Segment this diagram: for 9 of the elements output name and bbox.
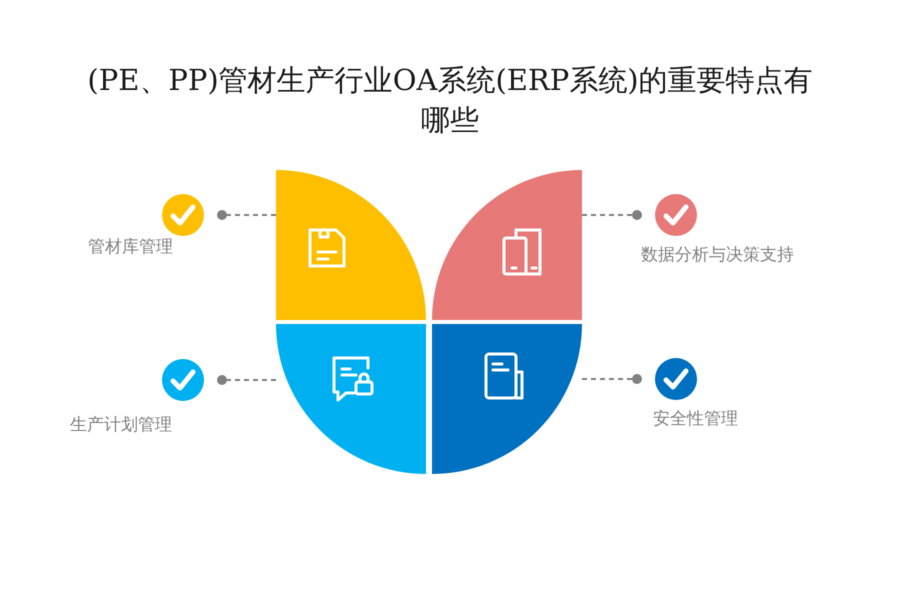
dashed-connector	[582, 374, 642, 384]
dashed-connector	[582, 210, 642, 220]
feature-label: 生产计划管理	[70, 414, 172, 436]
dashed-connector	[217, 210, 276, 220]
dashed-connector	[217, 375, 276, 385]
title: (PE、PP)管材生产行业OA系统(ERP系统)的重要特点有哪些	[86, 62, 814, 139]
feature-label: 管材库管理	[88, 236, 173, 258]
feature-label: 数据分析与决策支持	[641, 244, 794, 266]
feature-label: 安全性管理	[653, 408, 738, 430]
